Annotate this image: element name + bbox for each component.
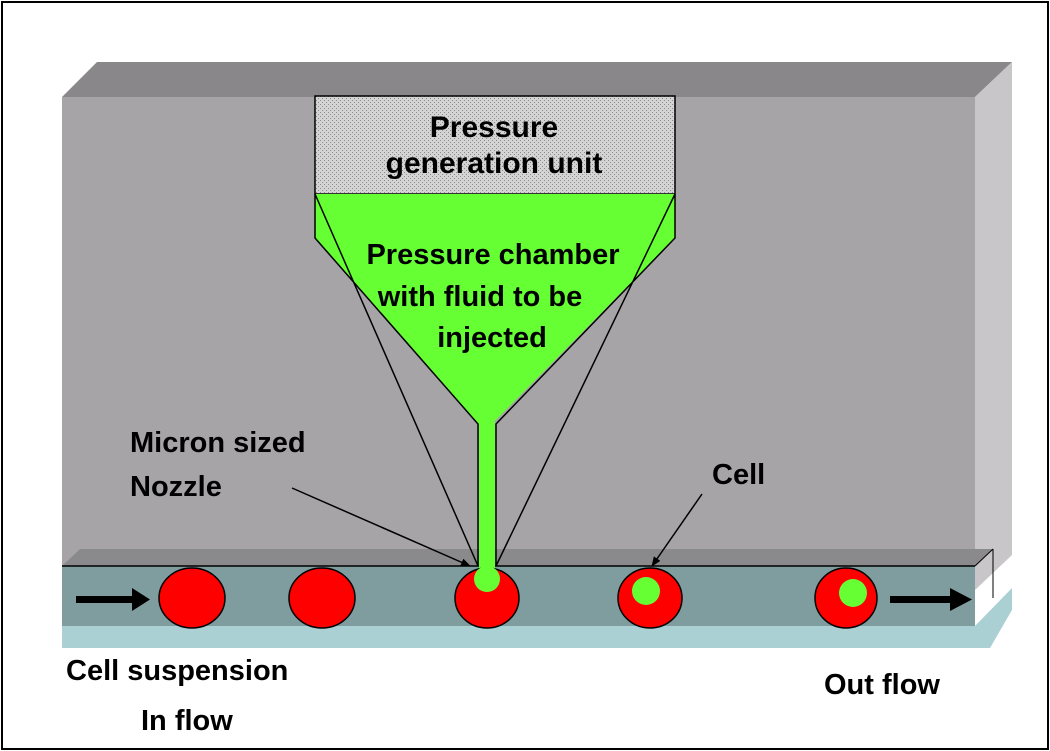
device-side-face <box>975 62 1012 590</box>
chamber-label-line2: with fluid to be <box>377 281 583 313</box>
chamber-label-line3: injected <box>437 322 547 354</box>
nozzle-pointer-arrow <box>291 487 471 567</box>
inflow-label-line2: In flow <box>141 705 233 737</box>
inflow-label-line1: Cell suspension <box>66 655 288 687</box>
channel-top-edge <box>62 549 993 566</box>
nozzle-label-line1: Micron sized <box>130 427 306 459</box>
inflow-arrow <box>76 588 150 611</box>
pressure-chamber-outline-right <box>495 193 676 567</box>
outflow-arrow <box>890 588 972 611</box>
chamber-label-line1: Pressure chamber <box>366 239 619 271</box>
cell-5-injection <box>839 579 867 607</box>
outflow-label: Out flow <box>824 669 940 701</box>
device-top-face <box>62 62 1012 97</box>
pressure-unit-label-line2: generation unit <box>386 147 603 180</box>
pressure-chamber-outline <box>314 193 479 567</box>
pressure-generation-unit <box>314 95 676 195</box>
nozzle-label-line2: Nozzle <box>130 471 222 503</box>
pressure-chamber <box>315 194 675 424</box>
cell-pointer-arrow <box>651 493 703 567</box>
pressure-unit-label-line1: Pressure <box>430 111 558 144</box>
micron-nozzle <box>479 422 495 568</box>
cell-3-injection <box>474 566 500 592</box>
cell-label: Cell <box>712 459 765 491</box>
cell-4-injection <box>632 577 660 605</box>
channel-line-right <box>974 548 994 567</box>
cell-2 <box>288 567 356 629</box>
channel-floor-front <box>62 626 990 648</box>
cell-1 <box>158 567 226 629</box>
